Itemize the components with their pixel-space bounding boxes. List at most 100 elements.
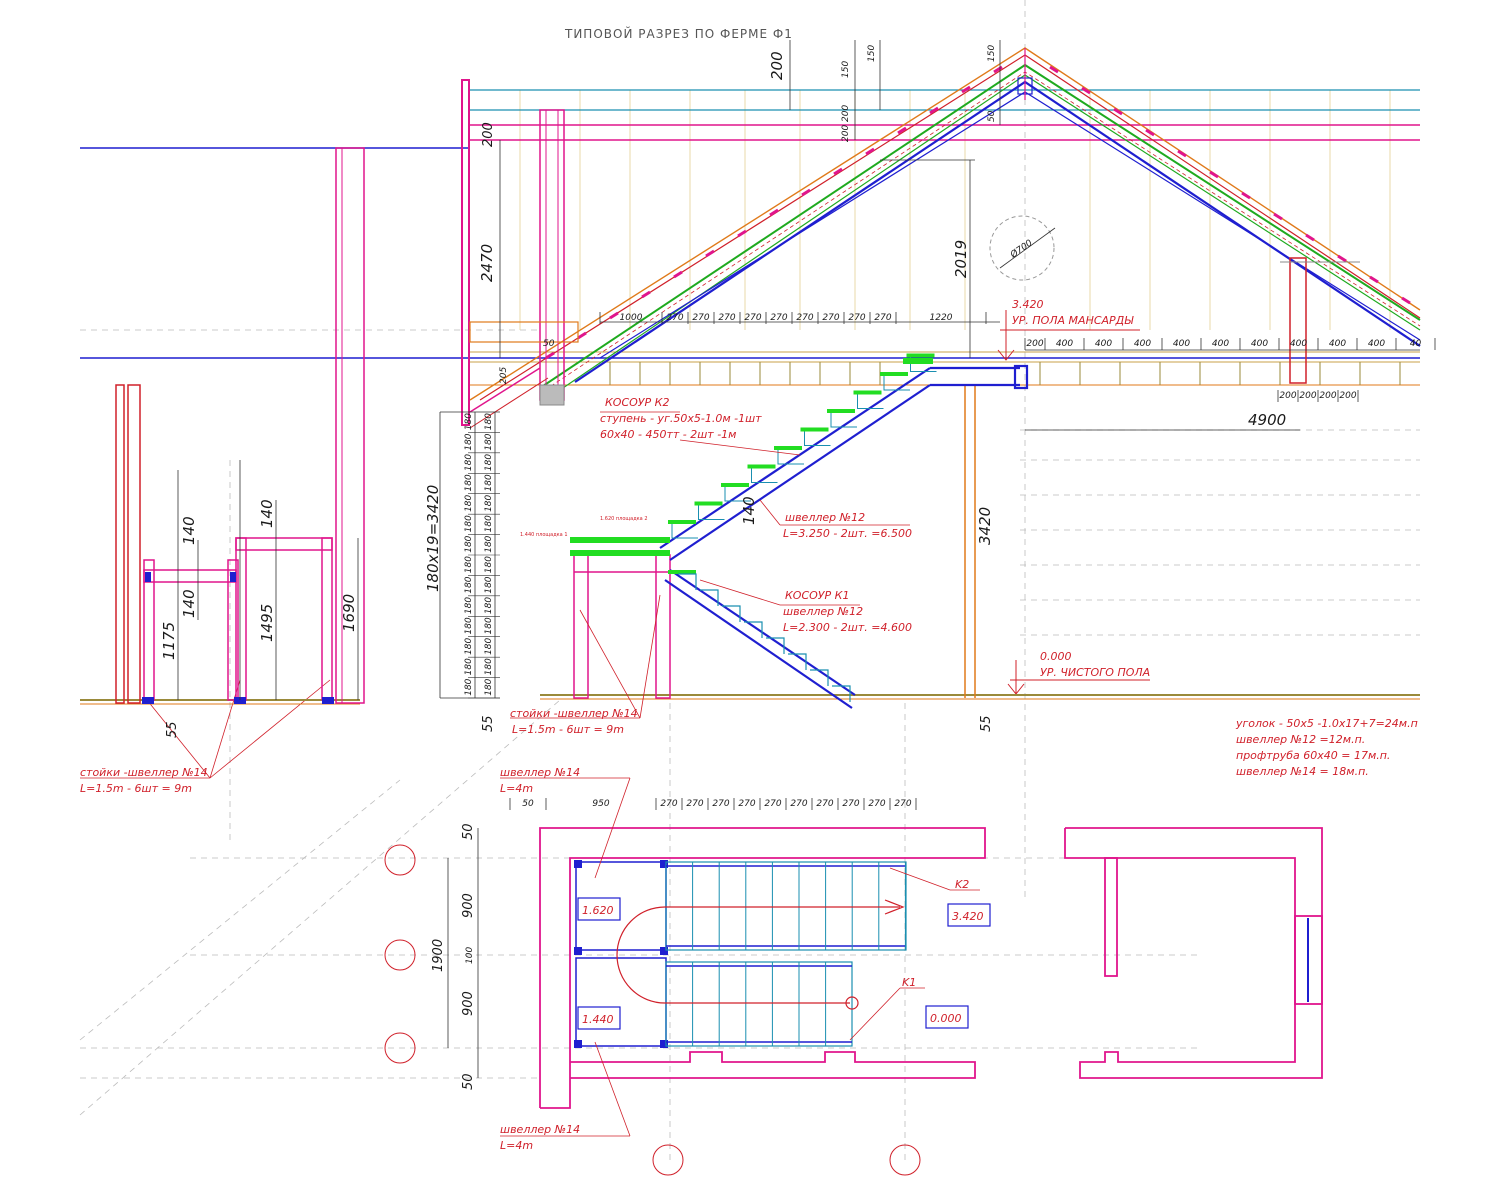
tread-bracket [832, 685, 851, 702]
roof-rafters [469, 47, 1421, 401]
upper-spacing-label: 270 [874, 313, 891, 323]
floor-spacing-label: 400 [1212, 339, 1229, 349]
riser-label: 180 [464, 474, 474, 491]
lower-flight-treads [668, 570, 851, 702]
left-wall [461, 79, 579, 429]
attic-level-mark: 3.420 УР. ПОЛА МАНСАРДЫ [997, 298, 1140, 361]
spec-line-3: профтруба 60х40 = 17м.п. [1236, 749, 1390, 762]
plan-top-spacing-label: 950 [592, 799, 609, 809]
dim-2470: 2470 [478, 244, 496, 282]
ch14-bot-title: швеллер №14 [500, 1123, 580, 1136]
floor-spacing-label: 400 [1095, 339, 1112, 349]
k1-title: КОСОУР К1 [785, 589, 849, 602]
spec-line-2: швеллер №12 =12м.п. [1236, 733, 1365, 746]
riser-label-inner: 180 [484, 678, 494, 695]
riser-label: 180 [464, 515, 474, 532]
k2-title: КОСОУР К2 [605, 396, 669, 409]
tread [827, 409, 855, 413]
plan-dim-50-bot: 50 [461, 1073, 476, 1090]
plan-top-spacing-label: 270 [764, 799, 781, 809]
floor-spacing-label: 400 [1251, 339, 1268, 349]
tread-bracket [744, 621, 763, 638]
circle-note: Ø700 [1008, 237, 1035, 261]
post-spacing-label: 200 [1279, 391, 1296, 401]
plan-top-spacing-label: 270 [894, 799, 911, 809]
riser-label-inner: 180 [484, 535, 494, 552]
riser-label: 180 [464, 494, 474, 511]
plan-top-spacing-label: 270 [816, 799, 833, 809]
dim-2019: 2019 [952, 240, 970, 278]
roof-tile-ticks [545, 65, 1411, 360]
tread-bracket [804, 431, 831, 446]
riser-label-inner: 180 [484, 413, 494, 430]
tread [721, 483, 749, 487]
attic-level-label: УР. ПОЛА МАНСАРДЫ [1012, 314, 1134, 327]
side-dim-1690: 1690 [340, 594, 358, 632]
tread-bracket [678, 573, 697, 590]
tread [853, 390, 882, 395]
tread-bracket [857, 394, 884, 409]
post-spacing-label: 200 [1339, 391, 1356, 401]
tread-bracket [830, 413, 857, 428]
leader-lines [80, 411, 910, 779]
side-elevation [80, 147, 365, 705]
dim-150-a: 150 [841, 61, 851, 78]
riser-label-inner: 180 [484, 658, 494, 675]
upper-spacing-label: 270 [718, 313, 735, 323]
tread-bracket [671, 524, 698, 539]
plan-mark-1620: 1.620 [582, 904, 614, 917]
side-posts-length: L=1.5m - 6шт = 9m [80, 782, 192, 795]
upper-spacing-label: 270 [770, 313, 787, 323]
tread-bracket [810, 669, 829, 686]
ch12-title: швеллер №12 [785, 511, 865, 524]
plan-top-spacing-label: 270 [738, 799, 755, 809]
floor-spacing-label: 400 [1173, 339, 1190, 349]
floor-spacing-label: 400 [1134, 339, 1151, 349]
stair-right-column [964, 385, 976, 698]
spec-line-1: уголок - 50х5 -1.0х17+7=24м.п [1235, 717, 1418, 730]
plan-top-spacing-label: 270 [868, 799, 885, 809]
ch14-bot-length: L=4m [500, 1139, 533, 1152]
material-spec: уголок - 50х5 -1.0х17+7=24м.п швеллер №1… [1235, 717, 1418, 778]
floor-spacing-label: 400 [1368, 339, 1385, 349]
plan-top-spacing-label: 270 [660, 799, 677, 809]
tread-bracket [724, 487, 751, 502]
tread [668, 570, 696, 574]
riser-label: 180 [464, 658, 474, 675]
tread [774, 446, 802, 450]
dim-200-left: 200 [481, 122, 496, 147]
landing-platform [570, 358, 933, 556]
k1-line1: швеллер №12 [783, 605, 863, 618]
riser-label-inner: 180 [484, 515, 494, 532]
dim-150-c: 150 [987, 45, 997, 62]
plan-dim-50-top: 50 [461, 823, 476, 840]
tread-bracket [700, 589, 719, 606]
drawing-title: ТИПОВОЙ РАЗРЕЗ ПО ФЕРМЕ Ф1 [564, 26, 793, 41]
riser-label: 180 [464, 576, 474, 593]
tread-bracket [766, 637, 785, 654]
side-dim-1175: 1175 [160, 622, 178, 660]
plan-k1: K1 [902, 976, 916, 989]
upper-spacing-label: 270 [666, 313, 683, 323]
riser-label: 180 [464, 597, 474, 614]
riser-label-inner: 180 [484, 454, 494, 471]
riser-label: 180 [464, 535, 474, 552]
upper-spacing-label: 1220 [930, 313, 953, 323]
side-posts-title: стойки -швеллер №14 [80, 766, 208, 779]
side-dim-140-b: 140 [180, 589, 198, 618]
right-roof-post [1280, 257, 1360, 384]
roof-zone-hatch [519, 90, 1391, 330]
posts-title: стойки -швеллер №14 [510, 707, 638, 720]
riser-label: 180 [464, 433, 474, 450]
side-dim-55: 55 [165, 721, 180, 738]
riser-label-inner: 180 [484, 474, 494, 491]
upper-spacing-label: 270 [692, 313, 709, 323]
tread-bracket [777, 450, 804, 465]
riser-label-inner: 180 [484, 597, 494, 614]
floor-spacing-label: 400 [1290, 339, 1307, 349]
upper-spacing-label: 270 [744, 313, 761, 323]
floor-level-mark: 0.000 УР. ЧИСТОГО ПОЛА [1007, 650, 1150, 695]
landing-tag-1: 1.440 площадка 1 [520, 532, 568, 538]
